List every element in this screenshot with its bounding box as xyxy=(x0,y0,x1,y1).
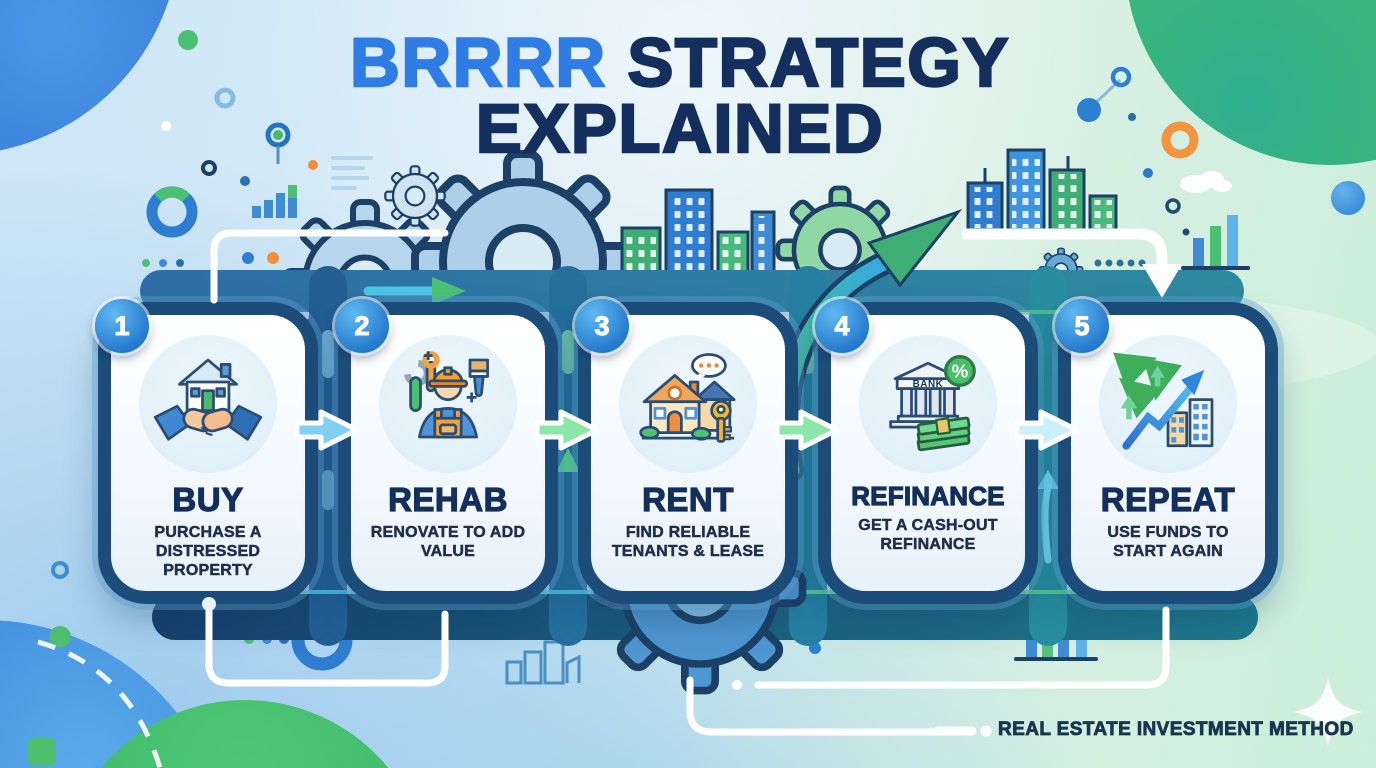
bar-chart-icon-top-right xyxy=(1181,215,1250,270)
connector-top-step1 xyxy=(210,229,449,304)
step-number-badge: 3 xyxy=(575,299,629,353)
step-description: USE FUNDS TO START AGAIN xyxy=(1107,524,1229,560)
donut-chart-icon-bottom xyxy=(291,608,353,671)
step-icon-circle xyxy=(379,335,517,473)
percent-label: % xyxy=(952,361,969,382)
flow-arrow-3-4 xyxy=(775,409,840,451)
step-icon-circle xyxy=(139,335,277,473)
handshake-house-icon xyxy=(153,358,263,441)
bar-chart-icon-bottom-right xyxy=(1014,618,1098,661)
flow-arrow-4-5 xyxy=(1015,409,1080,451)
sketch-city-icon xyxy=(505,628,581,685)
step-title: REFINANCE xyxy=(851,480,1005,511)
donut-chart-icon-top xyxy=(146,186,198,238)
step-icon-circle: BANK % xyxy=(859,335,997,473)
step-title: RENT xyxy=(641,480,734,518)
page-title: BRRRR STRATEGY EXPLAINED xyxy=(270,27,1090,168)
step-title: BUY xyxy=(172,480,244,518)
step-icon-circle xyxy=(1099,335,1237,473)
accent-circle-right xyxy=(1331,181,1365,215)
step-description: FIND RELIABLE TENANTS & LEASE xyxy=(611,524,765,560)
step-number-badge: 1 xyxy=(95,299,149,353)
title-brand: BRRRR xyxy=(349,24,607,101)
house-key-icon xyxy=(639,353,736,443)
cloud-icon xyxy=(1180,171,1232,193)
step-number-badge: 4 xyxy=(815,299,869,353)
step-card-repeat: 5 xyxy=(1055,299,1278,604)
white-path-into-step5 xyxy=(961,228,1182,298)
step-description: GET A CASH-OUT REFINANCE xyxy=(858,517,998,553)
step-title: REPEAT xyxy=(1100,480,1236,518)
step-description: PURCHASE A DISTRESSED PROPERTY xyxy=(154,524,262,579)
connector-bottom-step1-2 xyxy=(205,602,449,687)
title-line-1: BRRRR STRATEGY xyxy=(270,27,1090,98)
step-description: RENOVATE TO ADD VALUE xyxy=(370,524,526,560)
corner-circle-top-left xyxy=(0,0,180,155)
step-icon-circle xyxy=(619,335,757,473)
construction-worker-icon xyxy=(404,351,489,439)
text-lines-icon xyxy=(331,156,373,190)
bank-label: BANK xyxy=(913,379,944,390)
footer-caption: REAL ESTATE INVESTMENT METHOD xyxy=(998,719,1354,741)
step-number-badge: 2 xyxy=(335,299,389,353)
bank-cash-icon: BANK % xyxy=(889,355,976,452)
band-flow-arrow-icon xyxy=(363,277,466,305)
connector-dot xyxy=(732,680,742,690)
flow-arrow-2-3 xyxy=(535,409,600,451)
connector-bottom-step5 xyxy=(754,606,1170,689)
title-rest: STRATEGY xyxy=(626,24,1010,101)
step-card-rent: 3 xyxy=(575,299,798,604)
step-number-badge: 5 xyxy=(1055,299,1109,353)
step-card-rehab: 2 xyxy=(335,299,558,604)
flow-arrow-1-2 xyxy=(295,409,360,451)
recycle-growth-icon xyxy=(1113,352,1214,450)
caption-dot xyxy=(980,725,992,737)
title-line-2: EXPLAINED xyxy=(475,90,885,168)
step-card-refinance: 4 xyxy=(815,299,1038,604)
center-skyline-icon xyxy=(620,188,776,304)
up-arrow-icon-cyan xyxy=(1037,470,1059,489)
step-title: REHAB xyxy=(387,480,508,518)
step-card-buy: 1 BUY PURCHASE A DISTRESSED P xyxy=(95,299,318,604)
bar-chart-icon-top-left xyxy=(252,185,297,218)
corner-circle-top-right xyxy=(1125,0,1376,165)
connector-to-caption xyxy=(686,676,968,736)
